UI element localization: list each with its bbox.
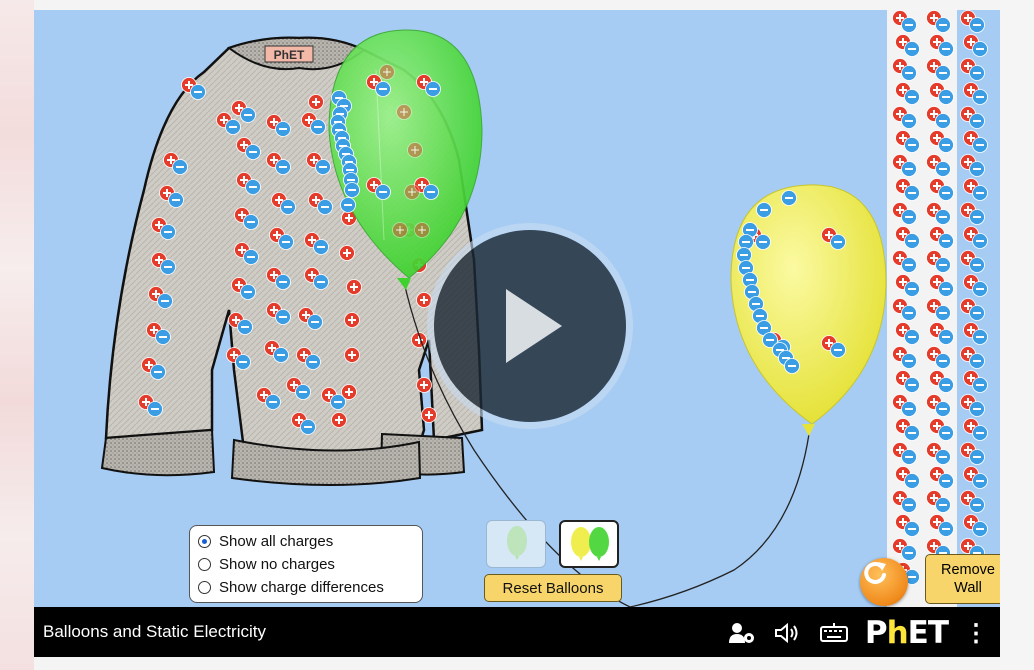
radio-show-no-charges[interactable] (198, 558, 211, 571)
preferences-icon[interactable] (727, 621, 757, 645)
phet-logo[interactable]: PhET (864, 615, 949, 651)
logo-letter-h: h (886, 615, 909, 651)
positive-charge (404, 184, 420, 200)
charge-display-panel: Show all charges Show no charges Show ch… (189, 525, 423, 603)
option-label: Show charge differences (219, 579, 384, 596)
reset-balloons-label: Reset Balloons (502, 579, 604, 597)
two-balloons-toggle[interactable] (559, 520, 619, 568)
one-balloon-toggle[interactable] (486, 520, 546, 568)
positive-charge (392, 222, 408, 238)
navbar-icons: PhET ⋮ (727, 615, 988, 651)
background-left (0, 0, 34, 670)
yellow-balloon-charges (736, 190, 846, 374)
navigation-bar: Balloons and Static Electricity (34, 607, 1000, 657)
logo-letter-p: P (864, 615, 888, 651)
positive-charge (379, 64, 395, 80)
remove-wall-label-line1: Remove (941, 562, 995, 578)
positive-charge (396, 104, 412, 120)
radio-show-all-charges[interactable] (198, 535, 211, 548)
sim-title: Balloons and Static Electricity (43, 622, 266, 641)
remove-wall-label-line2: Wall (954, 580, 982, 596)
sweater-label: PhET (274, 48, 305, 62)
single-balloon-icon (507, 526, 527, 560)
two-balloons-icon (571, 527, 609, 561)
option-show-charge-differences[interactable]: Show charge differences (198, 576, 414, 599)
sim-scene: PhET (100, 10, 988, 607)
keyboard-icon[interactable] (819, 621, 849, 645)
yellow-balloon-string (629, 433, 810, 607)
green-balloon-charges (330, 64, 441, 238)
positive-charge (414, 222, 430, 238)
remove-wall-button[interactable]: Remove Wall (925, 554, 1000, 604)
more-options-icon[interactable]: ⋮ (964, 619, 988, 647)
sound-icon[interactable] (773, 621, 803, 645)
option-show-no-charges[interactable]: Show no charges (198, 553, 414, 576)
play-icon (506, 289, 562, 363)
option-label: Show all charges (219, 533, 334, 550)
reset-icon (864, 561, 886, 584)
green-balloon[interactable] (328, 29, 483, 290)
play-button[interactable] (434, 230, 626, 422)
positive-charge (407, 142, 423, 158)
background-right (1000, 0, 1034, 670)
sweater-charges (138, 77, 437, 435)
option-show-all-charges[interactable]: Show all charges (198, 530, 414, 553)
reset-all-button[interactable] (860, 558, 908, 606)
option-label: Show no charges (219, 556, 335, 573)
radio-show-charge-differences[interactable] (198, 581, 211, 594)
reset-balloons-button[interactable]: Reset Balloons (484, 574, 622, 602)
logo-letters-et: ET (907, 615, 949, 651)
